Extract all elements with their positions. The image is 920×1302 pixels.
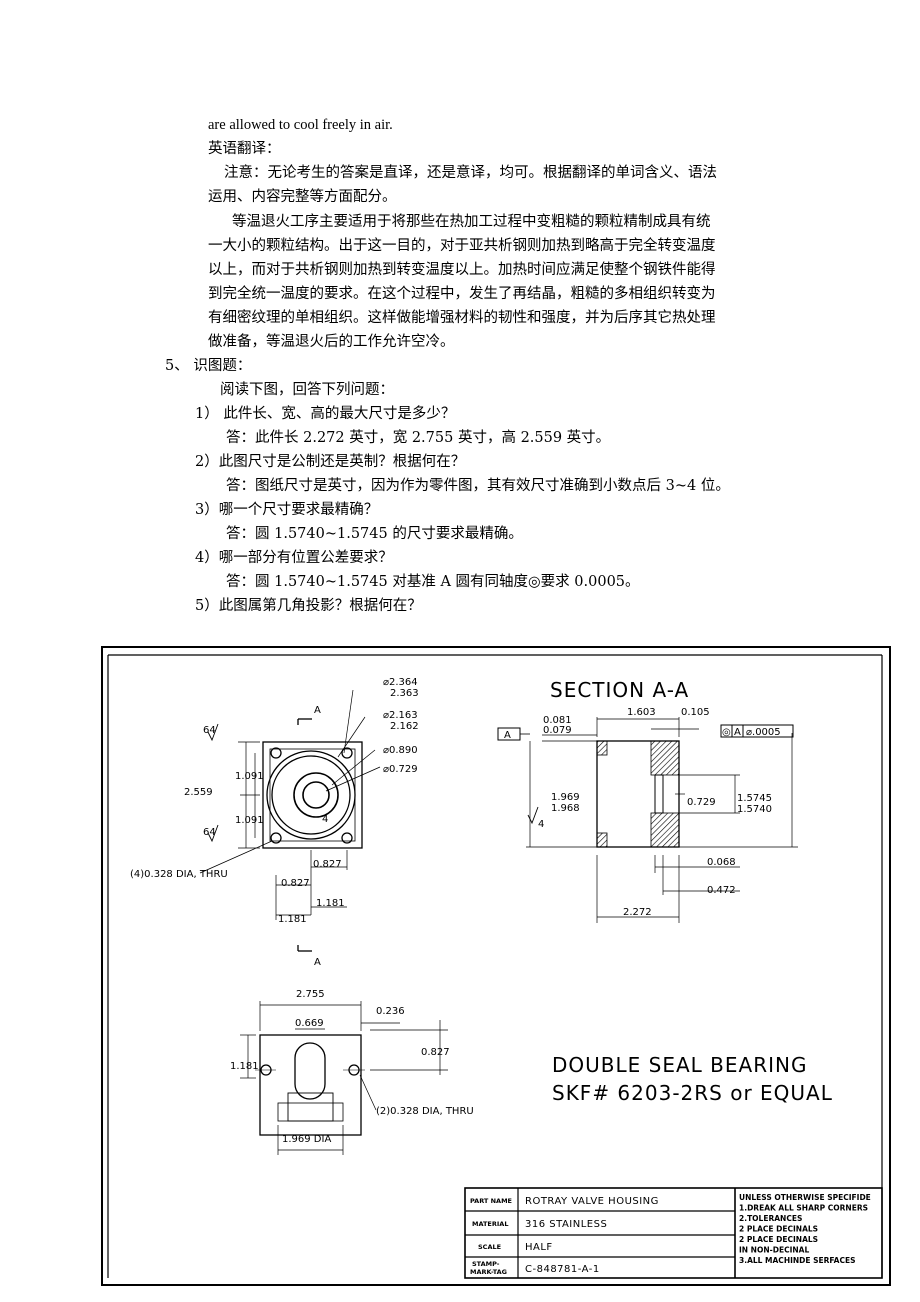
answer-2: 答：图纸尺寸是英寸，因为作为零件图，其有效尺寸准确到小数点后 3~4 位。 (226, 478, 730, 494)
dim-label: ⌀0.890 (383, 745, 418, 756)
text-line: 到完全统一温度的要求。在这个过程中，发生了再结晶，粗糙的多相组织转变为 (208, 286, 716, 302)
text-line: are allowed to cool freely in air. (208, 117, 393, 133)
dim-label: 0.827 (313, 859, 342, 870)
dim-label: 2.363 (390, 688, 419, 699)
tb-label: PART NAME (470, 1197, 512, 1205)
dim-label: 1.181 (278, 914, 307, 925)
answer-1: 答：此件长 2.272 英寸，宽 2.755 英寸，高 2.559 英寸。 (226, 430, 611, 446)
tb-label: MATERIAL (472, 1220, 508, 1228)
surface-finish-label: 64 (203, 827, 216, 838)
dim-label: 0.827 (281, 878, 310, 889)
fcf-datum: A (734, 727, 741, 738)
dim-label: 1.091 (235, 815, 264, 826)
section-mark-top: A (314, 705, 321, 716)
dim-label: 0.081 (543, 715, 572, 726)
tb-material: 316 STAINLESS (525, 1219, 607, 1230)
tb-note: 1.DREAK ALL SHARP CORNERS (739, 1204, 868, 1213)
question-3: 3）哪一个尺寸要求最精确？ (195, 502, 379, 518)
fcf-value: ⌀.0005 (746, 727, 781, 738)
dim-label: (4)0.328 DIA, THRU (130, 869, 228, 880)
datum-label: A (504, 730, 511, 741)
tb-label: MARK-TAG (470, 1268, 507, 1276)
dim-label: 0.079 (543, 725, 572, 736)
question-heading: 5、 识图题： (165, 358, 252, 374)
dim-label: 1.603 (627, 707, 656, 718)
dim-label: 2.755 (296, 989, 325, 1000)
text-line: 注意：无论考生的答案是直译，还是意译，均可。根据翻译的单词含义、语法 (224, 165, 717, 181)
dim-label: 0.105 (681, 707, 710, 718)
dim-label: ⌀2.364 (383, 677, 418, 688)
drawing-subtitle: SKF# 6203-2RS or EQUAL (552, 1081, 833, 1105)
text-line: 等温退火工序主要适用于将那些在热加工过程中变粗糙的颗粒精制成具有统 (232, 214, 711, 230)
question-2: 2）此图尺寸是公制还是英制？根据何在？ (195, 454, 466, 470)
dim-label: 1.968 (551, 803, 580, 814)
dim-label: 1.181 (230, 1061, 259, 1072)
dim-label: 2.162 (390, 721, 419, 732)
dim-label: 1.969 DIA (282, 1134, 331, 1145)
drawing-title: DOUBLE SEAL BEARING (552, 1053, 807, 1077)
coaxiality-symbol: ◎ (722, 727, 731, 738)
dim-label: 0.669 (295, 1018, 324, 1029)
section-title: SECTION A-A (550, 678, 689, 702)
tb-scale: HALF (525, 1242, 553, 1253)
dim-label: 1.181 (316, 898, 345, 909)
engineering-drawing: A A 64 64 ⌀2.364 2.363 ⌀2.163 2.162 ⌀0.8… (101, 646, 891, 1286)
answer-4: 答：圆 1.5740~1.5745 对基准 A 圆有同轴度◎要求 0.0005。 (226, 574, 640, 590)
text-line: 以上，而对于共析钢则加热到转变温度以上。加热时间应满足使整个钢铁件能得 (208, 262, 716, 278)
tb-note: 2 PLACE DECINALS (739, 1225, 818, 1234)
text-line: 一大小的颗粒结构。出于这一目的，对于亚共析钢则加热到略高于完全转变温度 (208, 238, 716, 254)
front-view (199, 689, 381, 952)
question-5: 5）此图属第几角投影？根据何在？ (195, 598, 422, 614)
dim-label: 0.472 (707, 885, 736, 896)
tb-note: UNLESS OTHERWISE SPECIFIDE (739, 1193, 871, 1202)
question-intro: 阅读下图，回答下列问题： (220, 382, 394, 398)
section-mark-bottom: A (314, 957, 321, 968)
drawing-border (101, 646, 891, 1286)
dim-label: 1.5745 (737, 793, 772, 804)
tb-note: 3.ALL MACHINDE SERFACES (739, 1256, 856, 1265)
dim-label: 2.559 (184, 787, 213, 798)
title-block: PART NAME ROTRAY VALVE HOUSING MATERIAL … (464, 1187, 883, 1279)
question-4: 4）哪一部分有位置公差要求？ (195, 550, 393, 566)
dim-label: 0.236 (376, 1006, 405, 1017)
dim-label: (2)0.328 DIA, THRU (376, 1106, 474, 1117)
dim-label: 0.827 (421, 1047, 450, 1058)
top-view: 2.755 0.669 0.236 0.827 1.181 (2)0.328 D… (230, 989, 474, 1155)
section-view: SECTION A-A (497, 678, 798, 923)
dim-label: ⌀2.163 (383, 710, 418, 721)
tb-note: IN NON-DECINAL (739, 1246, 809, 1255)
surface-finish-label: 64 (203, 725, 216, 736)
tb-note: 2 PLACE DECINALS (739, 1235, 818, 1244)
dim-label: 1.091 (235, 771, 264, 782)
dim-label: 0.729 (687, 797, 716, 808)
dim-label: 0.068 (707, 857, 736, 868)
tb-label: SCALE (478, 1243, 501, 1251)
text-line: 做准备，等温退火后的工作允许空冷。 (208, 334, 455, 350)
dim-label: 4 (322, 814, 328, 825)
dim-label: ⌀0.729 (383, 764, 418, 775)
tb-notes: UNLESS OTHERWISE SPECIFIDE 1.DREAK ALL SH… (739, 1193, 871, 1265)
tb-note: 2.TOLERANCES (739, 1214, 802, 1223)
tb-stamp: C-848781-A-1 (525, 1264, 600, 1275)
question-1: 1） 此件长、宽、高的最大尺寸是多少？ (195, 406, 456, 422)
tb-part-name: ROTRAY VALVE HOUSING (525, 1196, 659, 1207)
text-line: 有细密纹理的单相组织。这样做能增强材料的韧性和强度，并为后序其它热处理 (208, 310, 716, 326)
dim-label: 1.5740 (737, 804, 772, 815)
dim-label: 1.969 (551, 792, 580, 803)
dim-label: 2.272 (623, 907, 652, 918)
text-line: 运用、内容完整等方面配分。 (208, 189, 397, 205)
dim-label: 4 (538, 819, 544, 830)
answer-3: 答：圆 1.5740~1.5745 的尺寸要求最精确。 (226, 526, 523, 542)
text-line: 英语翻译： (208, 141, 281, 157)
tb-label: STAMP- (472, 1260, 500, 1268)
